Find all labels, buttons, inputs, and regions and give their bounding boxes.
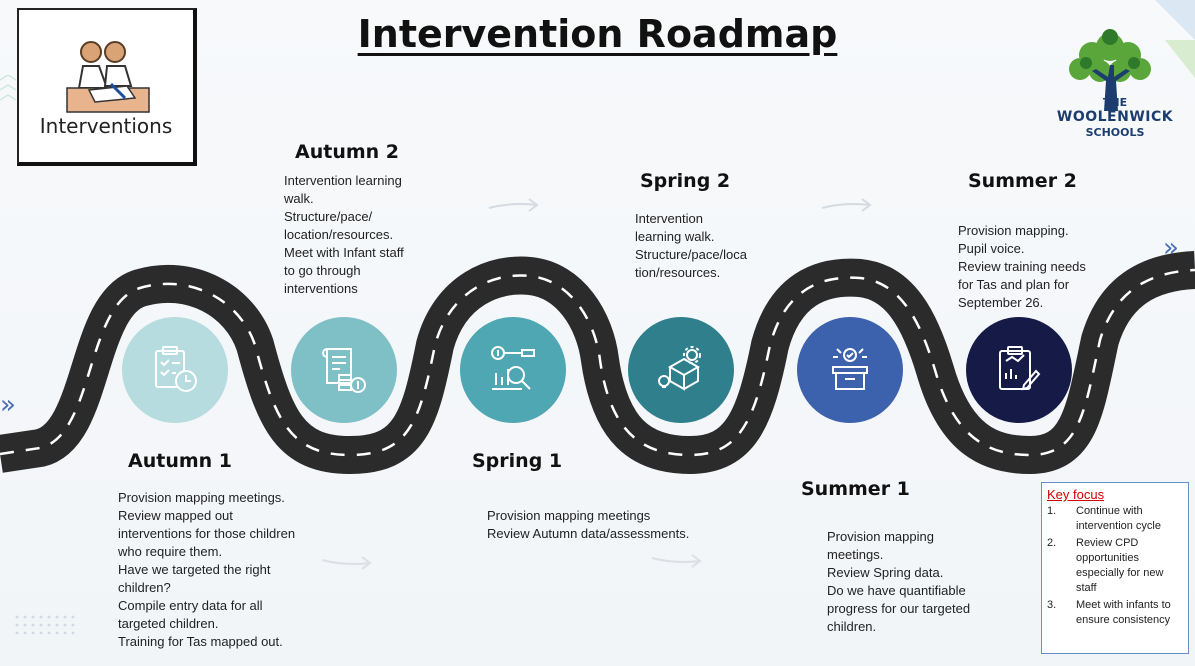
wave-decoration <box>0 75 16 101</box>
school-name-line2: WOOLENWICK <box>1056 109 1174 125</box>
stage-circle-spring-2 <box>628 317 734 423</box>
stage-circle-summer-1 <box>797 317 903 423</box>
double-chevron-icon: » <box>1163 233 1179 263</box>
stage-text-summer-1: Provision mapping meetings. Review Sprin… <box>827 529 971 634</box>
stage-circle-autumn-2 <box>291 317 397 423</box>
list-item: 2. Review CPD opportunities especially fo… <box>1047 536 1183 596</box>
stage-circle-spring-1 <box>460 317 566 423</box>
page-title: Intervention Roadmap <box>357 12 838 56</box>
double-chevron-icon: » <box>0 390 16 420</box>
stage-title-autumn-2: Autumn 2 <box>295 141 399 163</box>
people-writing-icon <box>66 41 150 113</box>
box-gear-icon <box>658 346 701 391</box>
item-number: 1. <box>1047 505 1057 517</box>
stage-title-summer-2: Summer 2 <box>968 170 1077 192</box>
school-name: THE WOOLENWICK SCHOOLS <box>1040 95 1190 140</box>
arrow-decoration <box>321 556 372 570</box>
school-name-line3: SCHOOLS <box>1085 126 1145 139</box>
item-number: 2. <box>1047 537 1057 549</box>
key-focus-list: 1. Continue with intervention cycle 2. Rev… <box>1047 504 1183 628</box>
stage-text-summer-2: Provision mapping. Pupil voice. Review t… <box>958 223 1086 310</box>
stage-title-spring-1: Spring 1 <box>472 450 563 472</box>
item-text: Continue with intervention cycle <box>1076 505 1161 532</box>
tree-logo-icon <box>1069 29 1151 111</box>
chart-magnifier-icon <box>491 346 535 390</box>
list-item: 1. Continue with intervention cycle <box>1047 504 1183 534</box>
stage-circle-summer-2 <box>966 317 1072 423</box>
item-number: 3. <box>1047 599 1057 611</box>
key-focus-box: Key focus 1. Continue with intervention c… <box>1041 482 1189 654</box>
interventions-label: Interventions <box>39 114 173 138</box>
interventions-logo: Interventions <box>17 8 197 166</box>
stage-title-summer-1: Summer 1 <box>801 478 910 500</box>
stage-title-spring-2: Spring 2 <box>640 170 731 192</box>
open-box-check-icon <box>832 348 868 390</box>
arrow-decoration <box>488 198 539 212</box>
item-text: Meet with infants to ensure consistency <box>1076 599 1171 626</box>
key-focus-title: Key focus <box>1047 487 1105 502</box>
stage-title-autumn-1: Autumn 1 <box>128 450 232 472</box>
stage-text-spring-1: Provision mapping meetings Review Autumn… <box>487 508 690 541</box>
list-item: 3. Meet with infants to ensure consistenc… <box>1047 598 1183 628</box>
item-text: Review CPD opportunities especially for … <box>1076 537 1164 594</box>
clipboard-chart-icon <box>999 346 1041 391</box>
stage-text-spring-2: Intervention learning walk. Structure/pa… <box>635 211 748 280</box>
stage-text-autumn-1: Provision mapping meetings. Review mappe… <box>118 490 296 649</box>
dots-decoration <box>15 615 75 635</box>
arrow-decoration <box>651 554 702 568</box>
arrow-decoration <box>821 198 872 212</box>
stage-text-autumn-2: Intervention learning walk. Structure/pa… <box>284 173 404 296</box>
school-name-line1: THE <box>1102 96 1128 109</box>
stage-circle-autumn-1 <box>122 317 228 423</box>
clipboard-clock-icon <box>155 346 197 392</box>
corner-decoration <box>1155 0 1195 78</box>
document-coins-icon <box>322 348 366 393</box>
